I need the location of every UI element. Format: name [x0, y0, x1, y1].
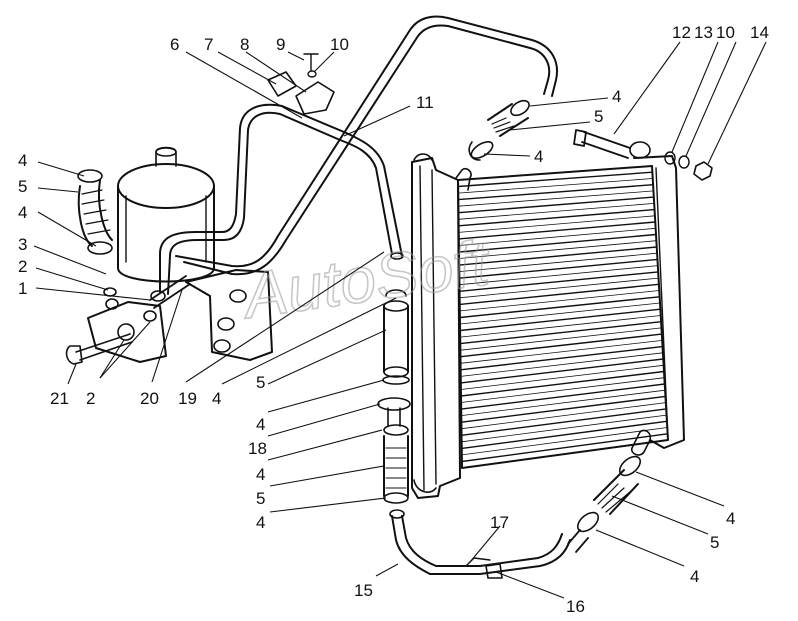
radiator-fin-line	[460, 315, 661, 338]
radiator-fin-line	[458, 203, 655, 220]
callout-10a: 10	[330, 35, 349, 54]
callout-3: 3	[18, 235, 27, 254]
callout-21: 21	[50, 389, 69, 408]
oil-filter	[117, 146, 215, 283]
radiator-fin-line	[458, 171, 653, 188]
radiator-fin-line	[459, 258, 658, 279]
radiator-fin-line	[461, 377, 665, 403]
callout-5b: 5	[594, 107, 603, 126]
radiator-fin-line	[459, 277, 659, 299]
radiator-fin-line	[461, 414, 667, 443]
valve-block	[65, 287, 167, 365]
radiator-fin-line	[458, 227, 656, 246]
callout-5a: 5	[18, 177, 27, 196]
callout-14: 14	[750, 23, 769, 42]
callout-2a: 2	[18, 257, 27, 276]
radiator-fin-line	[458, 233, 657, 253]
callout-5c: 5	[256, 373, 265, 392]
radiator-fin-line	[459, 302, 661, 325]
radiator-fin-line	[458, 221, 656, 240]
callout-12: 12	[672, 23, 691, 42]
radiator-fin-line	[461, 383, 665, 410]
callout-8: 8	[240, 35, 249, 54]
radiator-fin-line	[459, 252, 658, 272]
callout-5d: 5	[256, 489, 265, 508]
callout-18: 18	[248, 439, 267, 458]
filter-bracket	[185, 269, 273, 361]
radiator-fin-line	[460, 327, 662, 351]
radiator-fin-line	[461, 395, 666, 423]
callout-19: 19	[178, 389, 197, 408]
radiator-fin-line	[458, 196, 654, 214]
radiator-fin-line	[460, 321, 662, 345]
callout-4g: 4	[256, 465, 265, 484]
callout-4f: 4	[256, 415, 265, 434]
outlet-hose	[567, 455, 642, 553]
oil-pipes	[149, 15, 571, 579]
radiator-fin-line	[459, 246, 657, 266]
callout-labels: 6 7 8 9 10 11 12 13 10 14 4 5 4 4 5 4 3 …	[18, 23, 769, 616]
radiator-fin-line	[460, 352, 663, 377]
inlet-hose	[468, 99, 530, 161]
callout-5e: 5	[710, 533, 719, 552]
radiator-fin-line	[459, 240, 657, 259]
callout-4j: 4	[690, 567, 699, 586]
radiator-fin-line	[461, 389, 666, 416]
mount-bolt-kit	[573, 129, 713, 181]
radiator-fin-line	[458, 208, 655, 227]
callout-6: 6	[170, 35, 179, 54]
callout-15: 15	[354, 581, 373, 600]
callout-4b: 4	[18, 203, 27, 222]
callout-4a: 4	[18, 151, 27, 170]
callout-7: 7	[204, 35, 213, 54]
radiator-fin-line	[461, 427, 668, 456]
callout-4i: 4	[726, 509, 735, 528]
radiator-fin-line	[458, 215, 655, 233]
radiator-fin-line	[461, 408, 667, 436]
callout-4c: 4	[612, 87, 621, 106]
radiator-fins	[458, 171, 668, 463]
radiator-fin-line	[460, 340, 663, 364]
radiator-fin-line	[461, 402, 666, 430]
radiator-fin-line	[460, 308, 661, 332]
callout-16: 16	[566, 597, 585, 616]
filter-hose	[77, 169, 113, 255]
callout-17: 17	[490, 513, 509, 532]
radiator-fin-line	[460, 333, 662, 358]
radiator-fin-line	[461, 420, 667, 450]
radiator-fin-line	[459, 296, 660, 319]
callout-4h: 4	[256, 513, 265, 532]
radiator-fin-line	[458, 184, 654, 201]
radiator-fin-line	[459, 265, 658, 286]
callout-2b: 2	[86, 389, 95, 408]
radiator-fin-line	[458, 190, 654, 207]
radiator-fin-line	[459, 283, 659, 306]
callout-20: 20	[140, 389, 159, 408]
callout-4d: 4	[534, 147, 543, 166]
callout-9: 9	[276, 35, 285, 54]
radiator-fin-line	[460, 358, 664, 384]
radiator-fin-line	[459, 290, 660, 312]
radiator-fin-line	[460, 370, 665, 397]
center-hose-stack	[377, 289, 411, 504]
radiator-fin-line	[458, 178, 653, 194]
radiator-fin-line	[461, 433, 668, 463]
callout-13: 13	[694, 23, 713, 42]
callout-11: 11	[416, 93, 434, 112]
radiator-fin-line	[460, 345, 663, 371]
radiator	[411, 153, 685, 499]
callout-1: 1	[18, 279, 27, 298]
callout-10b: 10	[716, 23, 735, 42]
callout-4e: 4	[212, 389, 221, 408]
radiator-fin-line	[460, 364, 664, 390]
leader-lines	[33, 41, 767, 599]
radiator-fin-line	[459, 271, 659, 292]
